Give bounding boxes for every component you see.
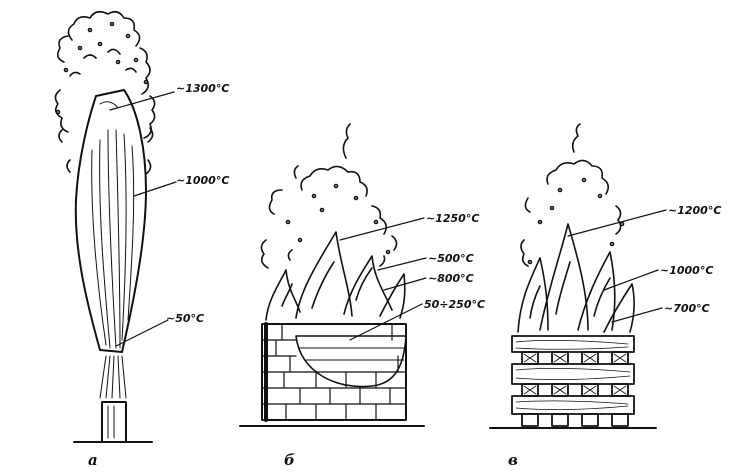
label-b-50-250: 50÷250°C [424, 298, 485, 311]
liquid-lines [299, 347, 405, 373]
label-a-1300: ~1300°C [176, 82, 229, 95]
label-b-800: ~800°C [428, 272, 474, 285]
leader-b-800 [383, 277, 427, 291]
leader-c-1000 [603, 269, 659, 291]
label-a-50: ~50°C [166, 312, 204, 325]
label-b-500: ~500°C [428, 252, 474, 265]
smoke-cloud-a [54, 10, 156, 175]
flames-c [517, 223, 635, 333]
jet-flame [74, 89, 147, 353]
label-c-700: ~700°C [664, 302, 710, 315]
label-c-1200: ~1200°C [668, 204, 721, 217]
nozzle-spray [99, 355, 127, 399]
wood-grain [515, 340, 631, 410]
leader-a-1000 [133, 181, 177, 197]
leader-c-1200 [567, 209, 667, 237]
panel-b: ~1250°C ~500°C ~800°C 50÷250°C б [239, 123, 485, 469]
liquid-bowl [295, 335, 407, 388]
leader-b-500 [377, 257, 427, 271]
leader-a-1300 [109, 91, 175, 111]
leader-c-700 [611, 307, 663, 323]
caption-b: б [284, 451, 295, 469]
panel-c: ~1200°C ~1000°C ~700°C в [489, 123, 721, 469]
panel-a: ~1300°C ~1000°C ~50°C а [54, 10, 229, 469]
caption-a: а [88, 451, 98, 469]
label-b-1250: ~1250°C [426, 212, 479, 225]
flames-b [265, 231, 406, 321]
leader-b-50-250 [349, 303, 423, 341]
label-c-1000: ~1000°C [660, 264, 713, 277]
label-a-1000: ~1000°C [176, 174, 229, 187]
smoke-cloud-b [260, 123, 398, 269]
leader-b-1250 [339, 217, 425, 241]
jet-flame-streaks [91, 101, 135, 349]
leader-a-50 [115, 319, 169, 347]
caption-c: в [508, 451, 518, 469]
wood-stack [511, 335, 635, 427]
smoke-cloud-c [520, 123, 625, 267]
